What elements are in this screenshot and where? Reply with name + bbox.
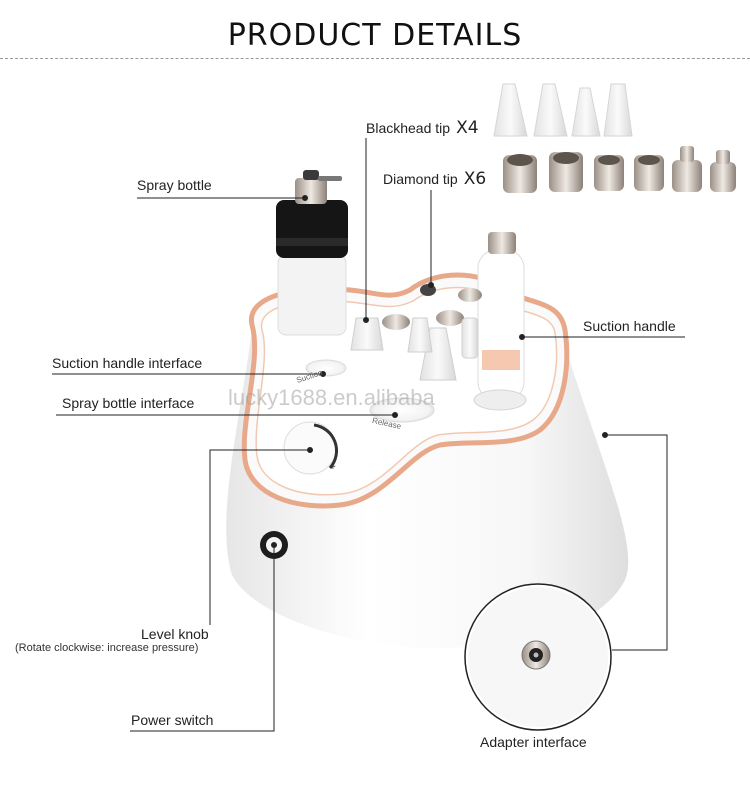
- blackhead-tips-row: [493, 83, 633, 137]
- blackhead-tip-count: X4: [456, 118, 479, 138]
- label-suction-handle-interface: Suction handle interface: [52, 355, 203, 371]
- label-suction-handle: Suction handle: [583, 318, 676, 334]
- label-blackhead-tip: Blackhead tip X4: [366, 118, 479, 138]
- level-knob-note: (Rotate clockwise: increase pressure): [15, 642, 199, 654]
- spray-bottle: [276, 170, 348, 336]
- diamond-tip-text: Diamond tip: [383, 171, 458, 187]
- suction-handle: [473, 232, 527, 411]
- diamond-tip-count: X6: [463, 169, 487, 189]
- blackhead-tip-text: Blackhead tip: [366, 120, 451, 136]
- page-title: PRODUCT DETAILS: [227, 18, 523, 53]
- diamond-tips-row: [503, 146, 736, 193]
- label-spray-bottle-interface: Spray bottle interface: [62, 395, 195, 411]
- knob-plus-mark: +: [330, 462, 336, 473]
- label-power-switch: Power switch: [131, 712, 214, 728]
- device-tips: [350, 284, 482, 381]
- label-diamond-tip: Diamond tip X6: [383, 169, 486, 189]
- label-spray-bottle: Spray bottle: [137, 177, 212, 193]
- label-adapter-interface: Adapter interface: [480, 734, 587, 750]
- label-level-knob: Level knob: [141, 626, 209, 642]
- watermark: lucky1688.en.alibaba: [228, 385, 435, 410]
- adapter-zoom: [464, 583, 612, 731]
- title-divider: [0, 58, 750, 59]
- leader-lines: [52, 138, 685, 732]
- device-controls: [260, 359, 435, 559]
